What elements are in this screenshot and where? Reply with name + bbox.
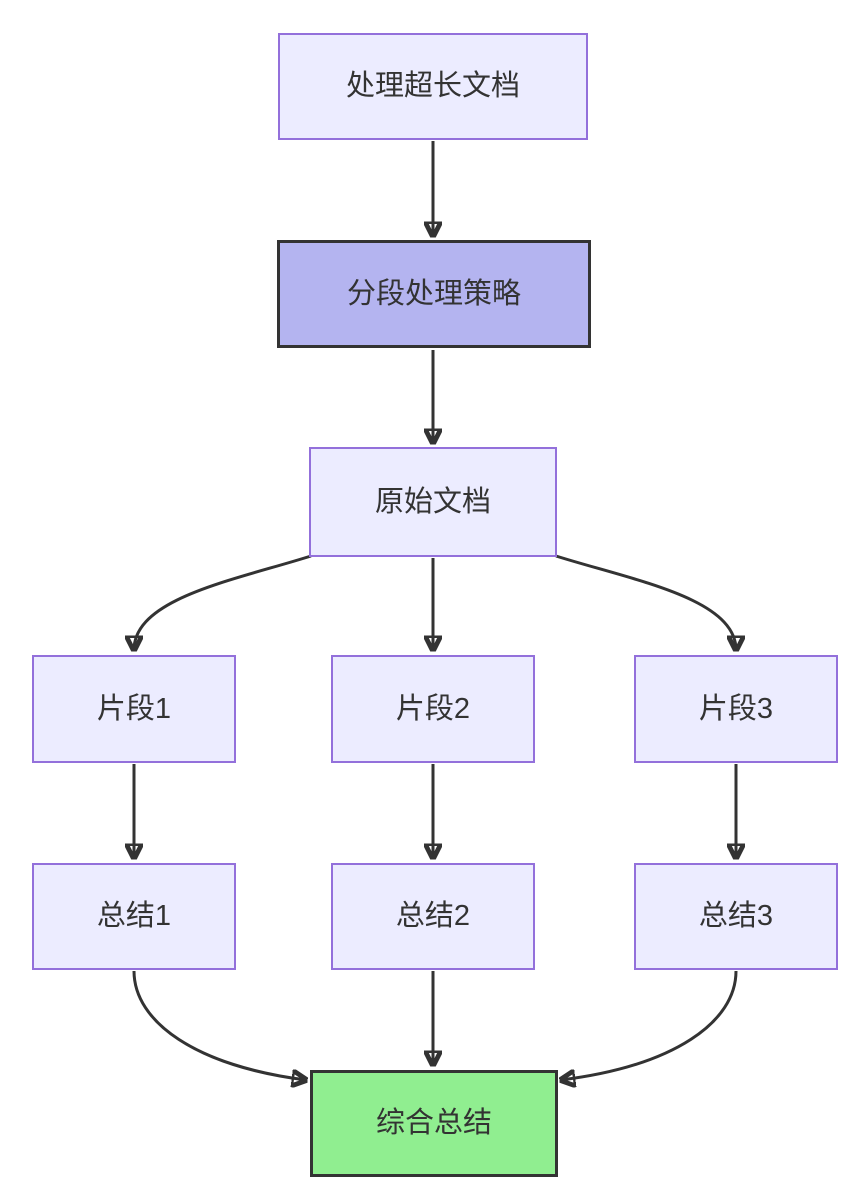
node-process-long-doc: 处理超长文档 xyxy=(278,33,588,140)
edge-summary3-to-final xyxy=(561,970,738,1080)
edge-original-to-fragment3 xyxy=(555,554,736,650)
node-segmentation-strategy: 分段处理策略 xyxy=(277,240,591,348)
node-summary-2: 总结2 xyxy=(331,863,535,970)
node-summary-3: 总结3 xyxy=(634,863,838,970)
edge-summary1-to-final xyxy=(132,970,306,1080)
node-original-doc: 原始文档 xyxy=(309,447,557,557)
node-fragment-2: 片段2 xyxy=(331,655,535,763)
edge-original-to-fragment1 xyxy=(134,554,312,650)
node-final-summary: 综合总结 xyxy=(310,1070,558,1177)
node-summary-1: 总结1 xyxy=(32,863,236,970)
node-fragment-1: 片段1 xyxy=(32,655,236,763)
node-fragment-3: 片段3 xyxy=(634,655,838,763)
